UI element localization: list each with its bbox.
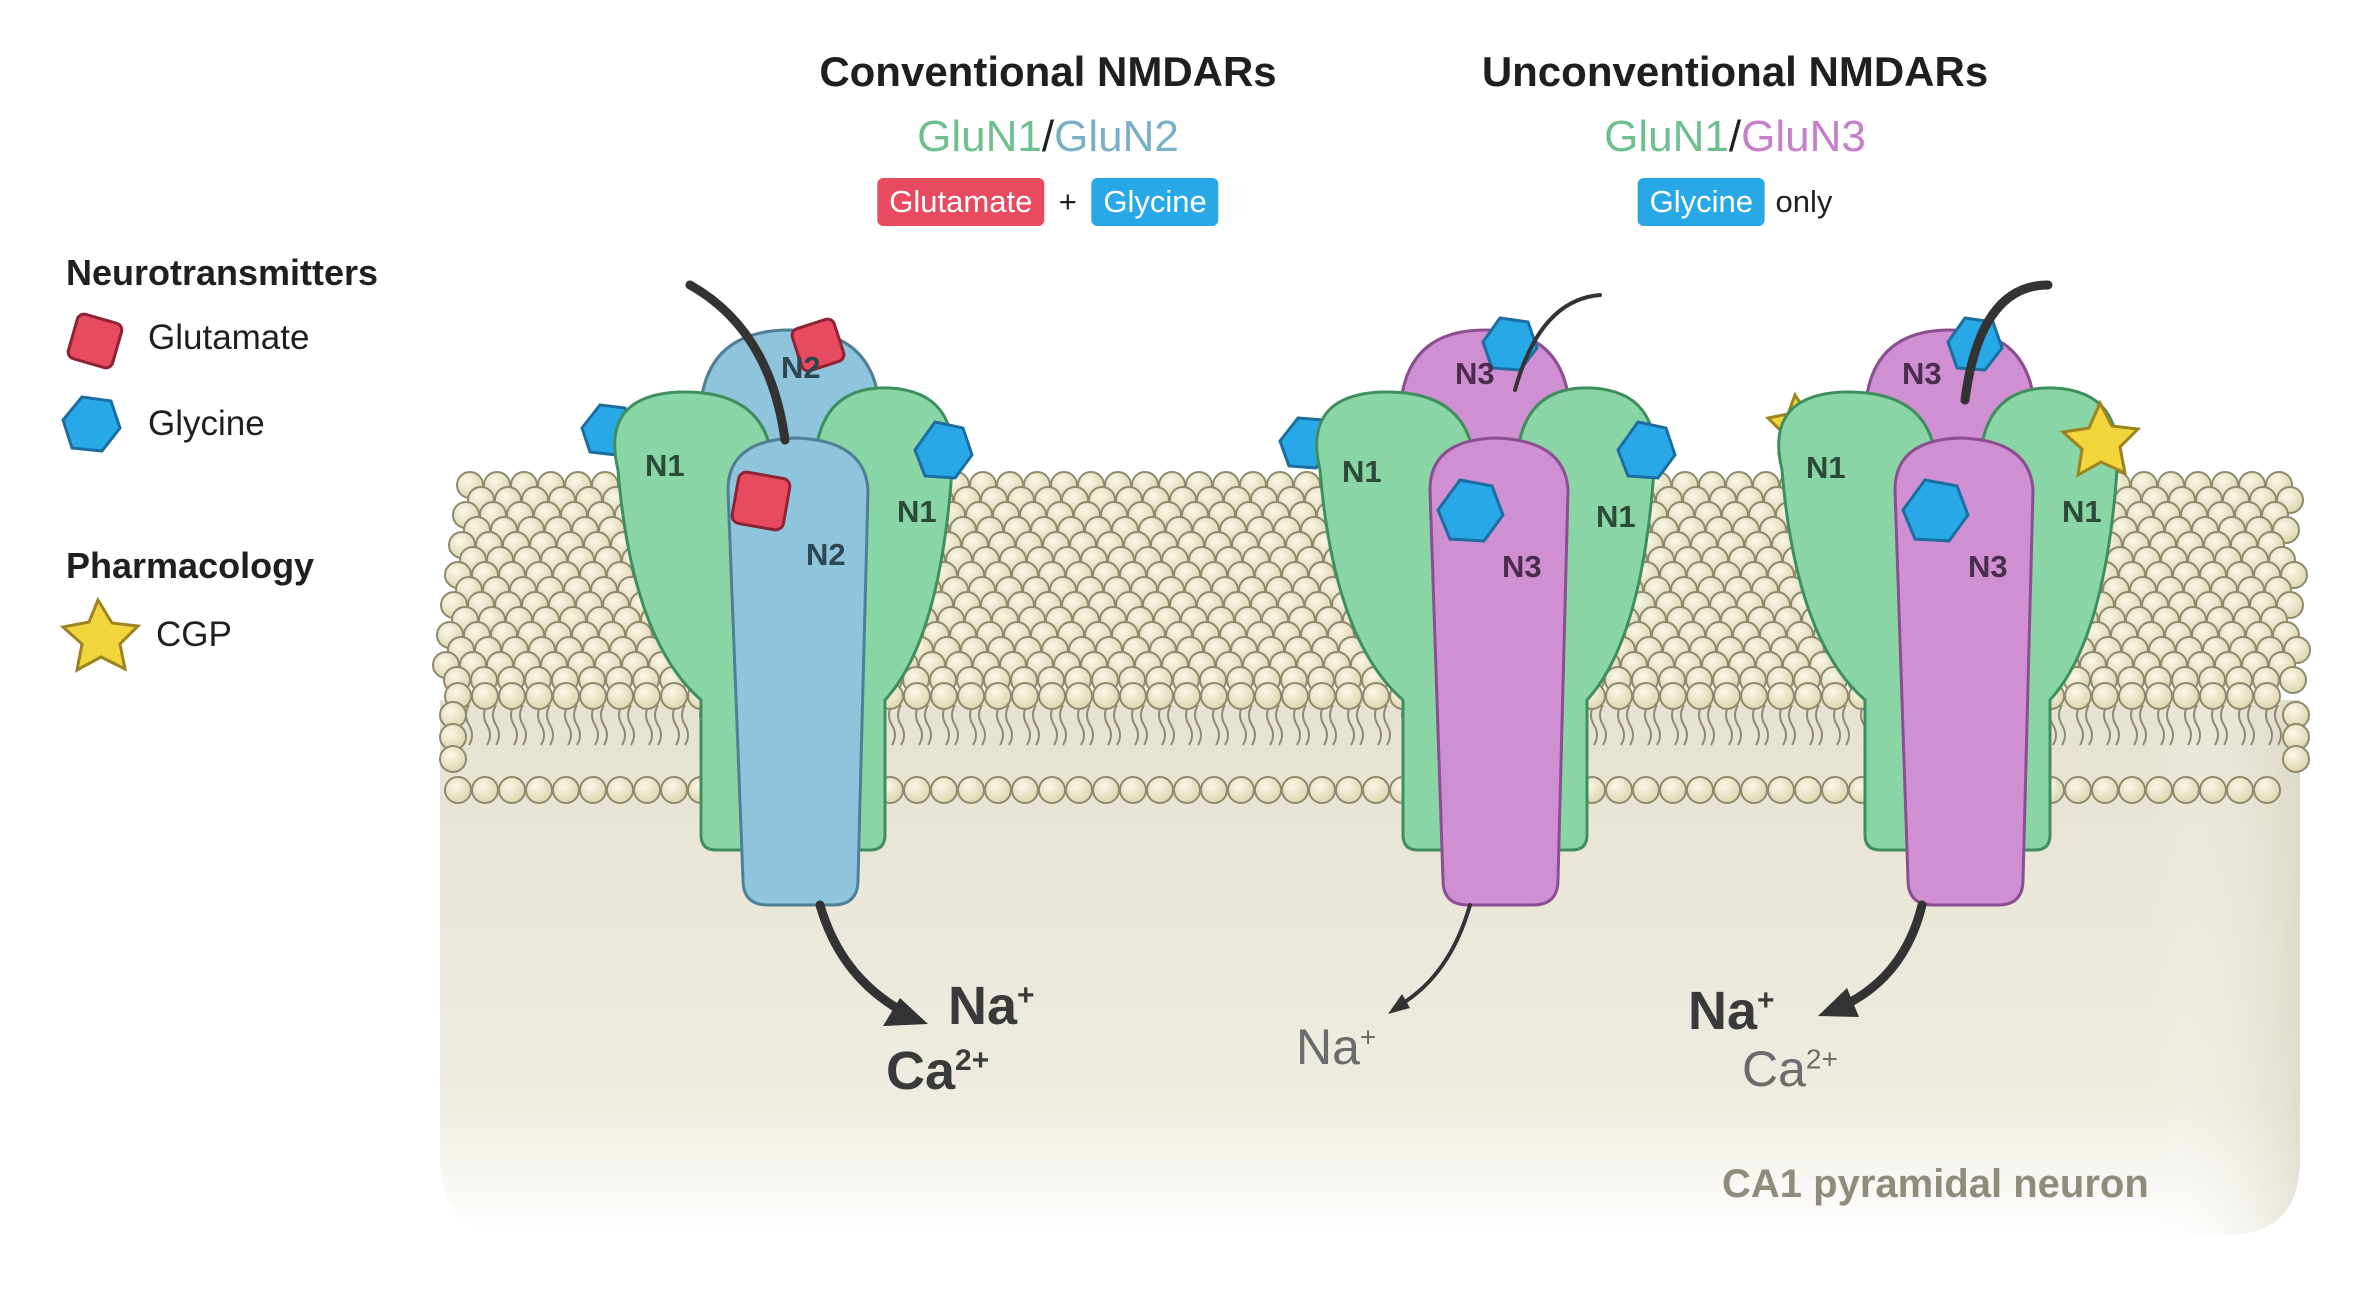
legend-pharmacology-heading: Pharmacology — [66, 545, 315, 586]
label-n1: N1 — [2062, 494, 2102, 529]
cgp-icon — [2059, 399, 2142, 478]
unconventional-subtitle: GluN1/GluN3 — [1604, 112, 1866, 161]
label-n2-back: N2 — [781, 350, 821, 385]
glun2-label: GluN2 — [1054, 112, 1179, 161]
glutamate-icon — [790, 317, 846, 373]
cytoplasm — [440, 700, 2300, 1235]
label-n3-front: N3 — [1502, 549, 1542, 584]
legend-glutamate-icon — [66, 312, 124, 370]
cell-type-label: CA1 pyramidal neuron — [1722, 1162, 2149, 1206]
glutamate-tag: Glutamate — [877, 178, 1045, 226]
label-n1: N1 — [1596, 499, 1636, 534]
receptor-glun1-glun3-b — [1764, 280, 2142, 907]
ion-flux-arrows — [815, 900, 1927, 1026]
glun1-label: GluN1 — [1604, 112, 1729, 161]
ion-na-strong: Na+ — [1688, 981, 1775, 1041]
label-n1: N1 — [1342, 454, 1382, 489]
glycine-icon — [1436, 478, 1505, 543]
ion-ca-weak: Ca2+ — [1742, 1041, 1838, 1097]
legend-neurotransmitters-heading: Neurotransmitters — [66, 252, 379, 293]
glutamate-icon — [730, 470, 792, 532]
conventional-title: Conventional NMDARs — [819, 48, 1277, 95]
glun1-label: GluN1 — [917, 112, 1042, 161]
conventional-subtitle: GluN1/GluN2 — [917, 112, 1179, 161]
glun3-label: GluN3 — [1741, 112, 1866, 161]
conventional-agonists: Glutamate + Glycine — [877, 178, 1219, 226]
ion-na-strong: Na+ — [948, 976, 1035, 1036]
legend-cgp-icon — [59, 596, 142, 673]
legend-cgp-label: CGP — [156, 615, 232, 654]
label-n3-back: N3 — [1455, 356, 1495, 391]
label-n1: N1 — [1806, 450, 1846, 485]
legend-glycine-label: Glycine — [148, 404, 265, 443]
unconventional-agonists: Glycine only — [1637, 178, 1832, 226]
label-n3-back: N3 — [1902, 356, 1942, 391]
ion-na-weak: Na+ — [1296, 1019, 1377, 1075]
ion-ca-strong: Ca2+ — [886, 1041, 990, 1101]
glycine-icon — [1901, 478, 1970, 543]
unconventional-title: Unconventional NMDARs — [1481, 48, 1989, 95]
receptor-glun1-glun3-a — [1278, 293, 1677, 907]
glycine-icon — [913, 420, 974, 480]
label-n1: N1 — [645, 448, 685, 483]
label-n1: N1 — [897, 494, 937, 529]
receptor-glun1-glun2 — [580, 280, 974, 907]
label-n2-front: N2 — [806, 537, 846, 572]
glycine-icon — [1616, 420, 1677, 480]
legend-glutamate-label: Glutamate — [148, 318, 310, 357]
glycine-tag: Glycine — [1091, 178, 1219, 226]
label-n3-front: N3 — [1968, 549, 2008, 584]
glycine-tag: Glycine — [1637, 178, 1766, 226]
legend-glycine-icon — [61, 395, 122, 453]
